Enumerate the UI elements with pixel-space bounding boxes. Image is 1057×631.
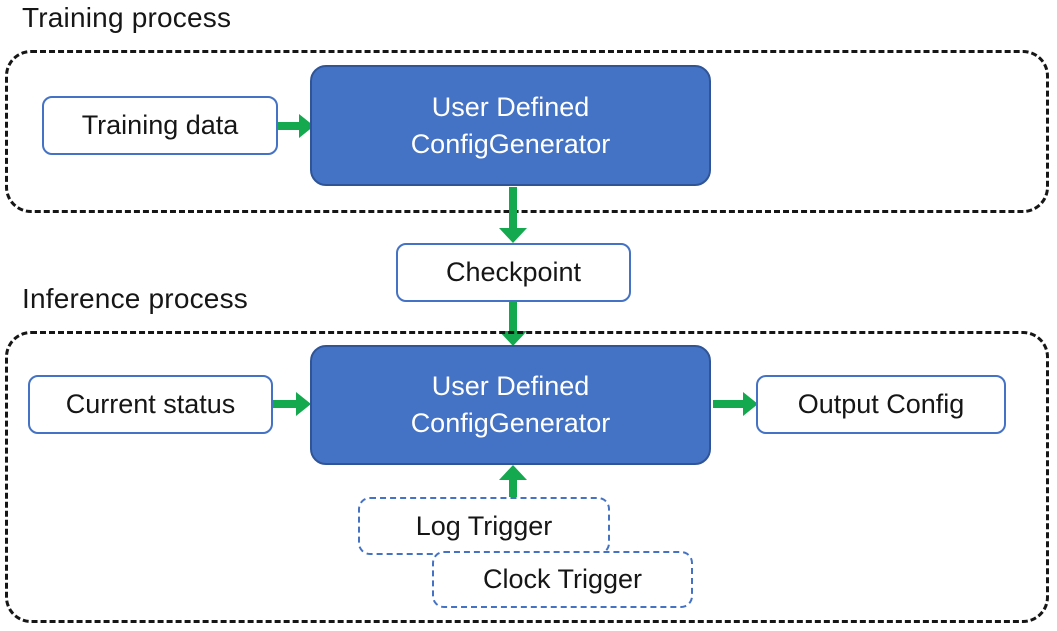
arrow-shaft: [509, 302, 517, 331]
training-process-label: Training process: [22, 2, 232, 33]
inference-generator-line1: User Defined: [431, 371, 590, 401]
training-data-box: Training data: [42, 96, 278, 155]
clock-trigger-label: Clock Trigger: [482, 564, 643, 594]
arrow-head: [499, 228, 527, 243]
training-generator-line2: ConfigGenerator: [410, 128, 611, 159]
arrow-down-checkpoint-to-generator-icon: [499, 302, 527, 346]
current-status-label: Current status: [65, 389, 236, 419]
output-config-box: Output Config: [756, 375, 1006, 434]
arrow-right-current-status-to-generator-icon: [273, 392, 311, 416]
arrow-head: [499, 331, 527, 346]
arrow-down-generator-to-checkpoint-icon: [499, 187, 527, 243]
arrow-right-training-data-to-generator-icon: [278, 114, 314, 138]
arrow-head: [743, 392, 758, 416]
inference-process-container: [5, 331, 1049, 623]
arrow-up-triggers-to-generator-icon: [499, 465, 527, 497]
clock-trigger-box: Clock Trigger: [432, 551, 693, 608]
output-config-label: Output Config: [797, 389, 965, 419]
arrow-shaft: [713, 400, 743, 408]
log-trigger-label: Log Trigger: [415, 510, 553, 541]
arrow-shaft: [273, 400, 296, 408]
arrow-right-generator-to-output-icon: [713, 392, 758, 416]
inference-process-label: Inference process: [22, 283, 248, 314]
checkpoint-label: Checkpoint: [445, 257, 582, 287]
arrow-head: [296, 392, 311, 416]
arrow-shaft: [278, 122, 299, 130]
current-status-box: Current status: [28, 375, 273, 434]
checkpoint-box: Checkpoint: [396, 243, 631, 302]
training-data-label: Training data: [81, 110, 239, 140]
arrow-shaft: [509, 480, 517, 497]
training-generator-line1: User Defined: [431, 91, 590, 122]
training-process-container: [5, 50, 1049, 213]
arrow-shaft: [509, 187, 517, 228]
training-generator-box: User Defined ConfigGenerator: [310, 65, 711, 186]
log-trigger-box: Log Trigger: [358, 497, 610, 555]
inference-generator-line2: ConfigGenerator: [410, 408, 611, 438]
arrow-head: [499, 465, 527, 480]
inference-generator-box: User Defined ConfigGenerator: [310, 345, 711, 465]
